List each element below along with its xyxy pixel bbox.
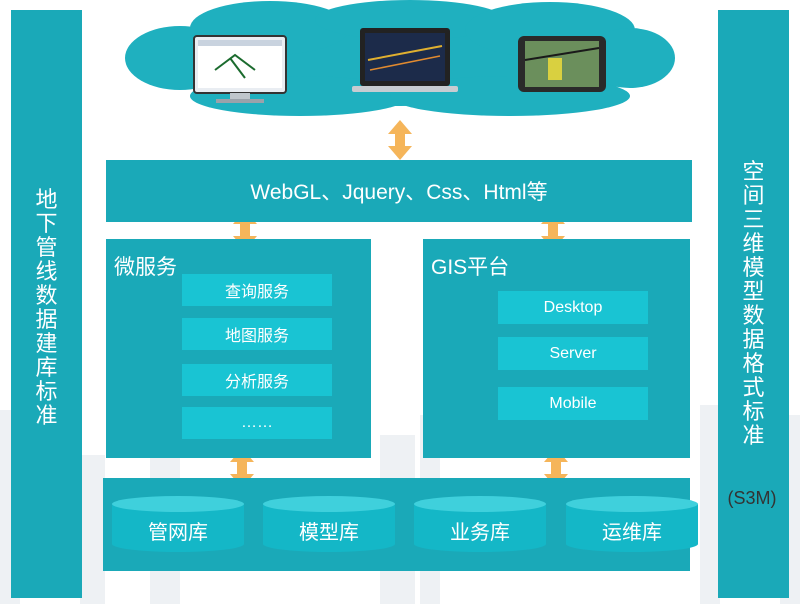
microservices-title: 微服务 [114, 256, 177, 279]
gis-mobile-box: Mobile [498, 387, 648, 420]
right-standard-bar: 空间三维模型数据格式标准 [718, 10, 789, 598]
right-standard-label: 空间三维模型数据格式标准 [742, 159, 765, 448]
analysis-service-box: 分析服务 [182, 364, 332, 396]
pipe-network-db-label: 管网库 [148, 522, 208, 544]
frontend-tech-label: WebGL、Jquery、Css、Html等 [250, 181, 548, 204]
s3m-label: (S3M) [727, 488, 777, 508]
gis-desktop-box: Desktop [498, 291, 648, 324]
database-cylinder-icon [263, 496, 395, 552]
gis-platform-title: GIS平台 [431, 256, 510, 279]
pipe-network-db: 管网库 [112, 496, 244, 552]
more-services-box: …… [182, 407, 332, 439]
map-service-box: 地图服务 [182, 318, 332, 350]
left-standard-label: 地下管线数据建库标准 [35, 187, 58, 428]
arrow-cloud-frontend-icon [388, 120, 412, 160]
tablet-icon [518, 36, 606, 92]
gis-server-box: Server [498, 337, 648, 370]
gis-platform-panel: GIS平台 Desktop Server Mobile [423, 239, 690, 458]
database-cylinder-icon [414, 496, 546, 552]
operations-db-label: 运维库 [602, 522, 662, 544]
laptop-icon [352, 28, 458, 92]
operations-db: 运维库 [566, 496, 698, 552]
database-cylinder-icon [566, 496, 698, 552]
left-standard-bar: 地下管线数据建库标准 [11, 10, 82, 598]
database-cylinder-icon [112, 496, 244, 552]
query-service-box: 查询服务 [182, 274, 332, 306]
business-db-label: 业务库 [450, 522, 510, 544]
model-db: 模型库 [263, 496, 395, 552]
model-db-label: 模型库 [299, 522, 359, 544]
frontend-tech-bar: WebGL、Jquery、Css、Html等 [106, 160, 692, 222]
microservices-panel: 微服务 查询服务 地图服务 分析服务 …… [106, 239, 371, 458]
desktop-monitor-icon [193, 35, 287, 103]
cloud-devices-graphic [125, 0, 675, 116]
business-db: 业务库 [414, 496, 546, 552]
